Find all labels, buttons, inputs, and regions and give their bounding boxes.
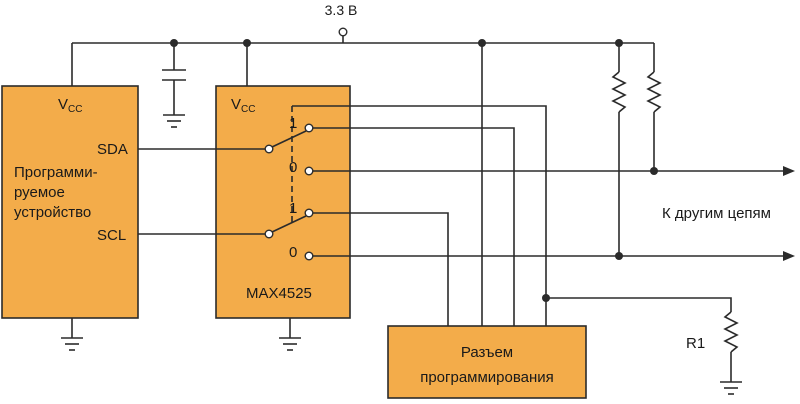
mcu-sda-label: SDA (97, 141, 128, 158)
programming-connector-block (387, 325, 587, 399)
pullup-resistor-sda (646, 43, 662, 171)
switch-scl-pos-0: 0 (289, 244, 297, 261)
supply-label: 3.3 В (325, 2, 358, 18)
ground-symbol (61, 318, 83, 351)
resistor-r1 (546, 297, 742, 395)
bus-label: К другим цепям (662, 205, 771, 222)
programmable-device-block (1, 85, 139, 319)
switch-sda (138, 123, 314, 176)
ic-vcc-label: VCC (231, 96, 255, 115)
pullup-resistor-scl (611, 43, 627, 256)
mcu-name-line-3: устройство (14, 204, 91, 221)
switch-scl (138, 208, 314, 261)
switch-control-wire (292, 105, 547, 326)
ground-symbol (279, 318, 301, 351)
switch-sda-pos-0: 0 (289, 159, 297, 176)
connector-name-line-1: Разъем (461, 344, 513, 361)
switch-scl-pos-1: 1 (289, 200, 297, 217)
junction-dots (170, 39, 658, 302)
connector-scl-wire (309, 212, 449, 326)
scl-bus-arrow (783, 251, 795, 261)
connector-name-line-2: программирования (420, 369, 554, 386)
decoupling-capacitor (162, 43, 186, 128)
mcu-scl-label: SCL (97, 227, 126, 244)
r1-label: R1 (686, 335, 705, 352)
switch-sda-pos-1: 1 (289, 115, 297, 132)
max4525-block (215, 85, 351, 319)
supply-rail (71, 27, 654, 86)
sda-bus-arrow (783, 166, 795, 176)
mcu-vcc-label: VCC (58, 96, 82, 115)
mcu-name-line-2: руемое (14, 184, 65, 201)
supply-terminal (338, 27, 348, 37)
connector-sda-wire (309, 127, 515, 326)
mcu-name-line-1: Программи- (14, 164, 98, 181)
ic-name-label: MAX4525 (246, 285, 312, 302)
